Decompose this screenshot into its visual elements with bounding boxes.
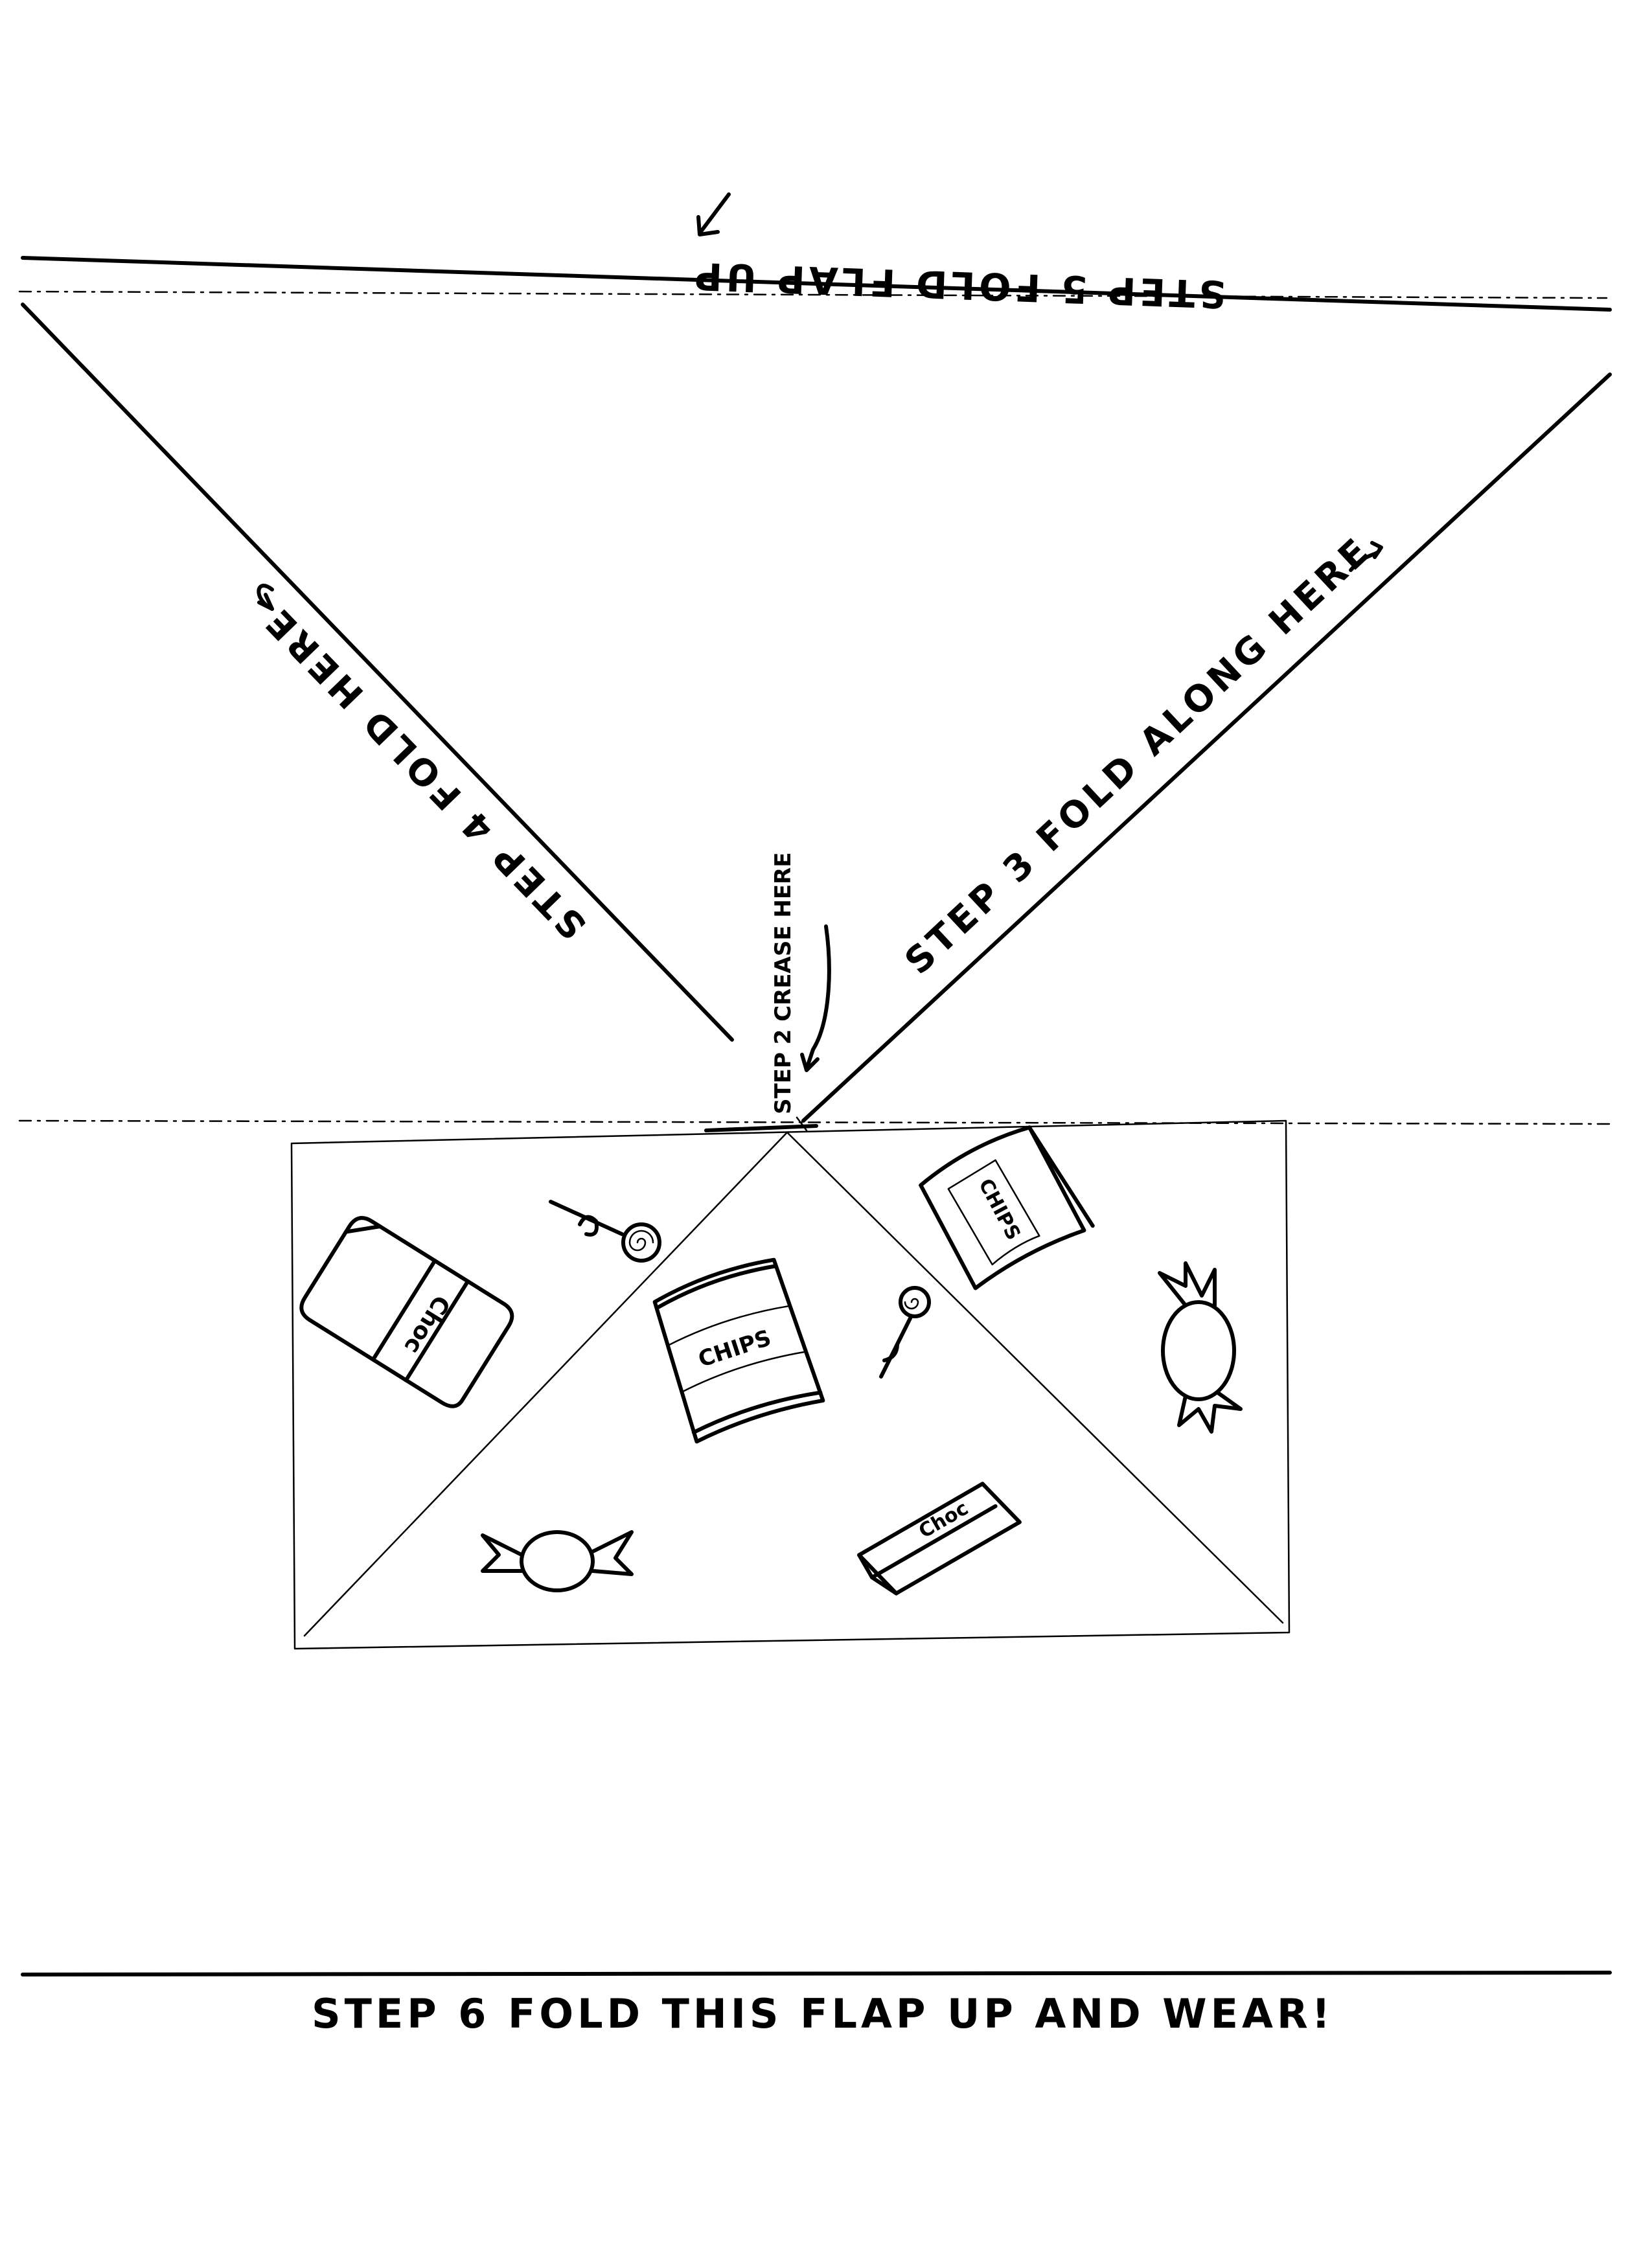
top-fold-line (21, 256, 1612, 312)
inner-right-crease (786, 1131, 1284, 1624)
left-diagonal-fold-line (21, 303, 734, 1042)
lollipop-small-icon (879, 1286, 931, 1379)
step5-label: STEP 5 FOLD FLAP UP (690, 254, 1226, 317)
bottom-fold-line (21, 1971, 1612, 1976)
inner-left-crease (303, 1131, 788, 1637)
step6-label: STEP 6 FOLD THIS FLAP UP AND WEAR! (312, 1990, 1334, 2037)
step4-arrow-icon (257, 584, 274, 611)
svg-text:CHIPS: CHIPS (974, 1175, 1025, 1244)
right-diagonal-fold-line (801, 372, 1612, 1123)
middle-dotted-line (18, 1119, 1611, 1125)
chips-bag-icon: CHIPS (652, 1257, 825, 1444)
crown-band-rectangle (290, 1119, 1291, 1650)
top-dotted-edge (18, 290, 1608, 299)
step2-arrow-icon (800, 924, 831, 1072)
step3-arrow-icon (1349, 541, 1383, 572)
svg-text:CHIPS: CHIPS (695, 1325, 774, 1373)
chips-bag-right-icon: CHIPS (919, 1125, 1095, 1290)
svg-text:Choc: Choc (398, 1290, 455, 1358)
chocolate-bar-icon: Choc (299, 1216, 514, 1408)
chocolate-bar-bottom-icon: Choc (857, 1482, 1022, 1596)
step5-arrow-icon (696, 192, 731, 236)
wrapped-candy-vertical-icon (1158, 1261, 1243, 1434)
lollipop-icon (549, 1200, 661, 1263)
wrapped-candy-horizontal-icon (481, 1530, 634, 1592)
band-top-edge (704, 1124, 818, 1132)
step2-label: STEP 2 CREASE HERE (770, 853, 796, 1114)
step4-label: STEP 4 FOLD HERE (256, 599, 595, 947)
step3-label: STEP 3 FOLD ALONG HERE (897, 529, 1381, 983)
